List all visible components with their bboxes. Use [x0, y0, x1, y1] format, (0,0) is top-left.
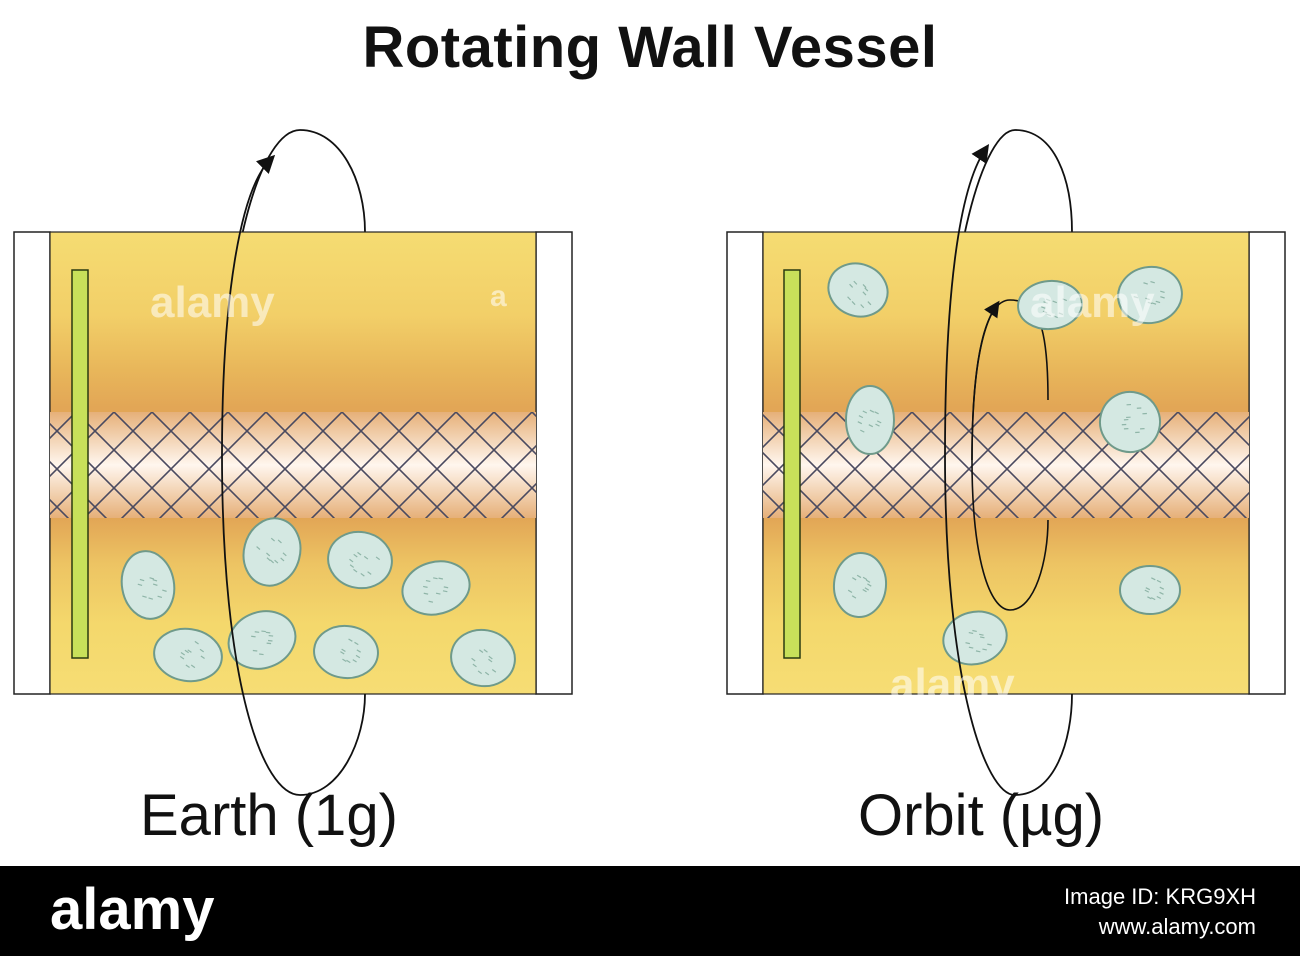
orbit-inner-arrow	[971, 300, 1000, 461]
cell-blob	[401, 560, 471, 616]
earth-rotation-arrow	[221, 154, 276, 456]
cell-blob	[153, 627, 223, 683]
watermark-orbit-bottom: alamy	[890, 660, 1015, 709]
cell-blob	[227, 610, 297, 670]
watermark-earth-mark: a	[490, 280, 507, 313]
cell-blob	[827, 262, 889, 318]
watermark-orbit: alamy	[1030, 278, 1155, 327]
earth-rotation-path-front	[221, 454, 366, 796]
orbit-shaft-mesh	[763, 412, 1249, 518]
cell-blob	[327, 530, 393, 590]
orbit-rotation-path-front	[944, 454, 1073, 796]
earth-vessel	[13, 129, 573, 796]
earth-cells	[120, 517, 516, 688]
earth-membrane-bar	[71, 269, 89, 659]
footer-image-info: Image ID: KRG9XH www.alamy.com	[1064, 882, 1256, 942]
cell-blob	[313, 624, 379, 680]
cell-blob	[242, 517, 302, 587]
earth-label: Earth (1g)	[140, 783, 398, 848]
orbit-vessel	[726, 129, 1286, 796]
earth-vessel-left-wall	[13, 231, 51, 695]
cell-blob	[120, 550, 176, 620]
footer-logo: alamy	[50, 877, 215, 942]
cell-blob	[845, 385, 895, 455]
footer-image-id: Image ID: KRG9XH	[1064, 884, 1256, 909]
orbit-rotation-arrow	[944, 144, 990, 456]
diagram-title: Rotating Wall Vessel	[362, 15, 938, 80]
cell-blob	[1017, 279, 1083, 331]
orbit-vessel-right-wall	[1248, 231, 1286, 695]
footer-bar: alamy Image ID: KRG9XH www.alamy.com	[0, 866, 1300, 956]
cell-blob	[1117, 265, 1183, 325]
footer-site: www.alamy.com	[1098, 914, 1256, 939]
cell-blob	[1119, 565, 1181, 615]
rotating-wall-vessel-diagram	[13, 129, 1286, 796]
orbit-membrane-bar	[783, 269, 801, 659]
earth-vessel-right-wall	[535, 231, 573, 695]
watermark-earth: alamy	[150, 278, 275, 327]
orbit-vessel-left-wall	[726, 231, 764, 695]
cell-blob	[1099, 391, 1161, 453]
cell-blob	[942, 610, 1008, 666]
orbit-label: Orbit (µg)	[858, 783, 1105, 848]
earth-shaft-mesh	[50, 412, 536, 518]
diagram-canvas: Rotating Wall Vessel alamy a alamy alamy…	[13, 15, 1286, 848]
cell-blob	[832, 552, 888, 618]
cell-blob	[450, 628, 516, 688]
orbit-cells	[827, 262, 1183, 666]
